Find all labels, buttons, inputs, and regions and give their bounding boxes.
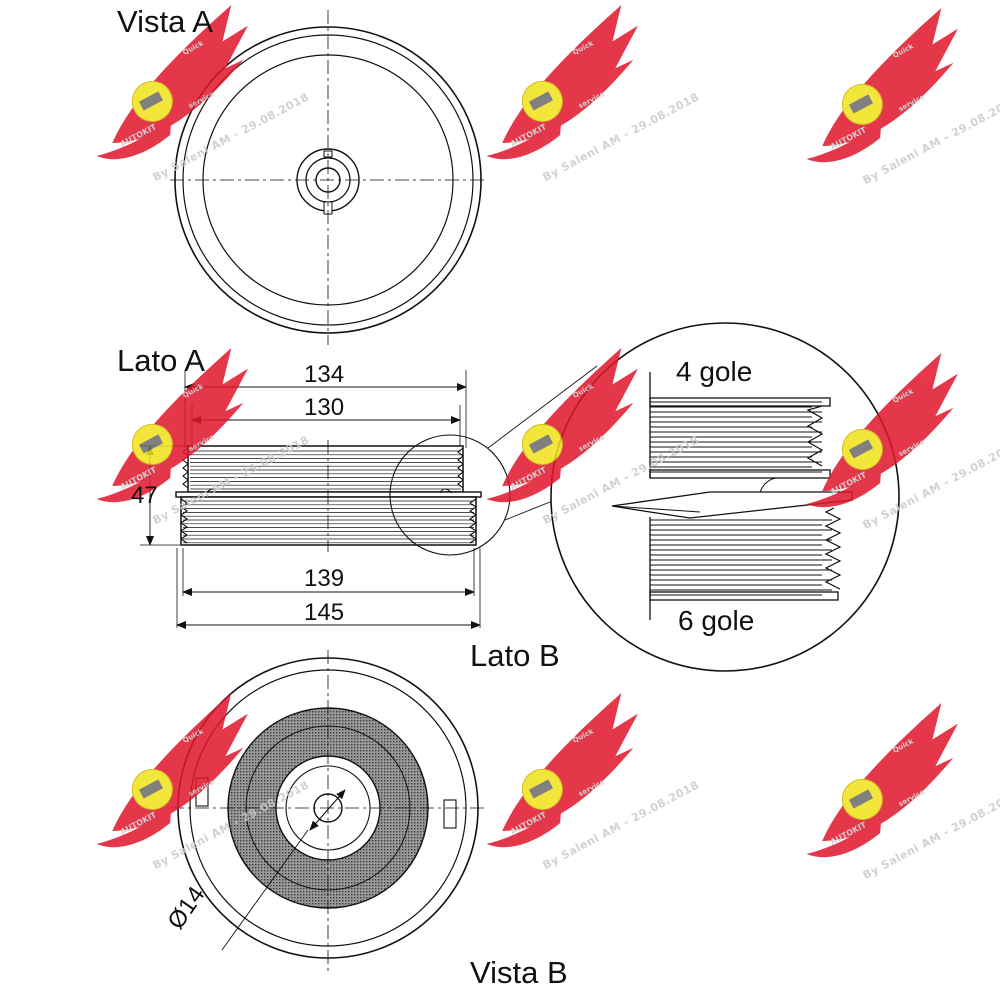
hole-diameter-leader	[221, 829, 309, 951]
side-groove-profile	[457, 447, 464, 489]
watermark-wing	[96, 804, 172, 848]
watermark-wing	[486, 459, 562, 503]
side-bottom-pulley	[180, 496, 477, 546]
watermark-emblem-car	[138, 434, 164, 454]
detail-groove-profile-top	[806, 405, 824, 467]
title-vista-b: Vista B	[470, 955, 568, 990]
dimension-139: 139	[304, 565, 345, 592]
watermark-emblem-car	[528, 434, 554, 454]
title-vista-a: Vista A	[117, 4, 213, 39]
side-view	[140, 365, 598, 629]
dimension-145: 145	[304, 599, 345, 626]
title-lato-a: Lato A	[117, 343, 205, 378]
detail-content	[611, 372, 853, 620]
watermark-wing	[806, 814, 882, 858]
watermark-wing	[806, 119, 882, 163]
watermark-emblem-car	[528, 779, 554, 799]
detail-top-edge	[649, 397, 831, 407]
vista-b-notch-right	[443, 799, 457, 829]
watermark-wing	[806, 464, 882, 508]
vista-a-view	[170, 10, 488, 345]
side-top-pulley	[187, 445, 464, 493]
watermark-wing	[486, 804, 562, 848]
watermark-emblem-car	[138, 779, 164, 799]
watermark-wing	[96, 459, 172, 503]
dimension-47: 47	[131, 482, 158, 509]
detail-top-bottom-edge	[649, 469, 831, 479]
detail-leader-line	[487, 365, 598, 449]
side-fillet	[439, 488, 453, 494]
detail-bottom-edge	[649, 591, 839, 601]
detail-flange-edge	[611, 505, 701, 513]
detail-bottom-grooves-label: 6 gole	[678, 605, 755, 636]
dimension-130: 130	[304, 394, 345, 421]
detail-view	[550, 322, 900, 672]
side-groove-profile	[180, 498, 188, 544]
detail-fillet	[759, 477, 777, 493]
side-fillet	[205, 488, 217, 494]
vista-b-view	[170, 650, 488, 975]
detail-top-grooves-label: 4 gole	[676, 356, 753, 387]
title-lato-b: Lato B	[470, 638, 560, 673]
watermark-emblem-car	[848, 789, 874, 809]
watermark-emblem-car	[848, 94, 874, 114]
watermark-emblem-car	[848, 439, 874, 459]
watermark-wing	[486, 116, 562, 160]
detail-groove-profile-bottom	[824, 507, 842, 590]
dimension-134: 134	[304, 361, 345, 388]
detail-leader-line	[504, 499, 556, 521]
watermark-emblem-car	[528, 91, 554, 111]
watermark-wing	[96, 116, 172, 160]
watermark-emblem-car	[138, 91, 164, 111]
side-groove-profile	[469, 498, 477, 544]
vista-b-bore-dim-arrow	[309, 789, 346, 831]
